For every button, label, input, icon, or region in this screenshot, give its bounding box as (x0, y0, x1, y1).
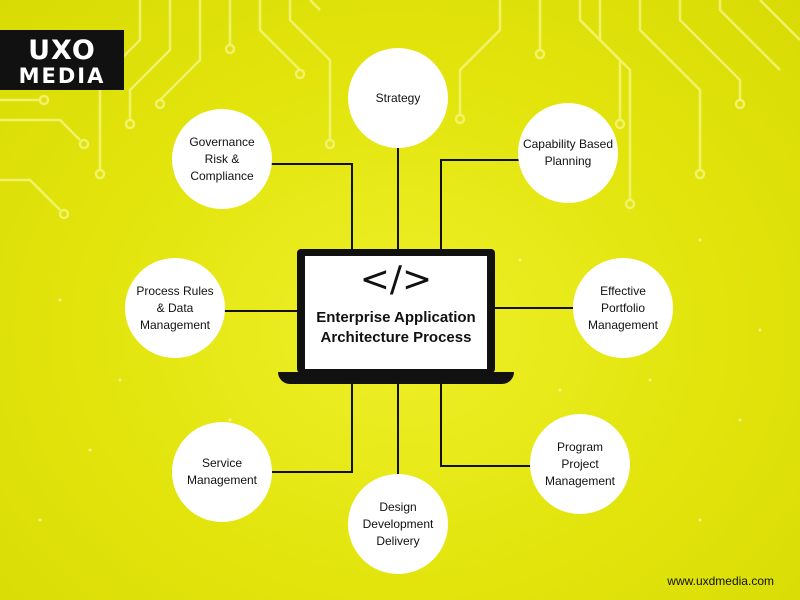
node-label: Strategy (375, 90, 421, 105)
node-capability-based-planning: Capability Based Planning (518, 103, 618, 203)
node-design-development-delivery: Design Development Delivery (348, 474, 448, 574)
logo-top-text: UXO (28, 35, 96, 66)
node-governance-risk-compliance: Governance Risk & Compliance (172, 109, 272, 209)
node-service-management: Service Management (172, 422, 272, 522)
logo-bottom-text: MEDIA (18, 64, 106, 88)
connector-governance (270, 163, 353, 249)
node-label: Effective Portfolio Management (587, 283, 659, 332)
code-icon: </> (359, 259, 433, 300)
node-process-rules-data-management: Process Rules & Data Management (125, 258, 225, 358)
website-url: www.uxdmedia.com (667, 574, 774, 588)
center-title: Enterprise Application Architecture Proc… (316, 309, 476, 346)
node-strategy: Strategy (348, 48, 448, 148)
node-effective-portfolio-management: Effective Portfolio Management (573, 258, 673, 358)
connector-capability (440, 159, 520, 249)
connector-program (440, 384, 532, 467)
node-label: Process Rules & Data Management (136, 283, 214, 332)
node-label: Program Project Management (544, 439, 616, 488)
node-label: Governance Risk & Compliance (189, 134, 255, 183)
node-label: Design Development Delivery (362, 499, 434, 548)
node-label: Service Management (186, 456, 258, 487)
laptop-display (305, 256, 487, 369)
connector-service (270, 384, 353, 473)
node-label: Capability Based Planning (522, 137, 614, 168)
node-program-project-management: Program Project Management (530, 414, 630, 514)
laptop-base (278, 372, 514, 384)
brand-logo: UXO MEDIA (0, 30, 124, 90)
